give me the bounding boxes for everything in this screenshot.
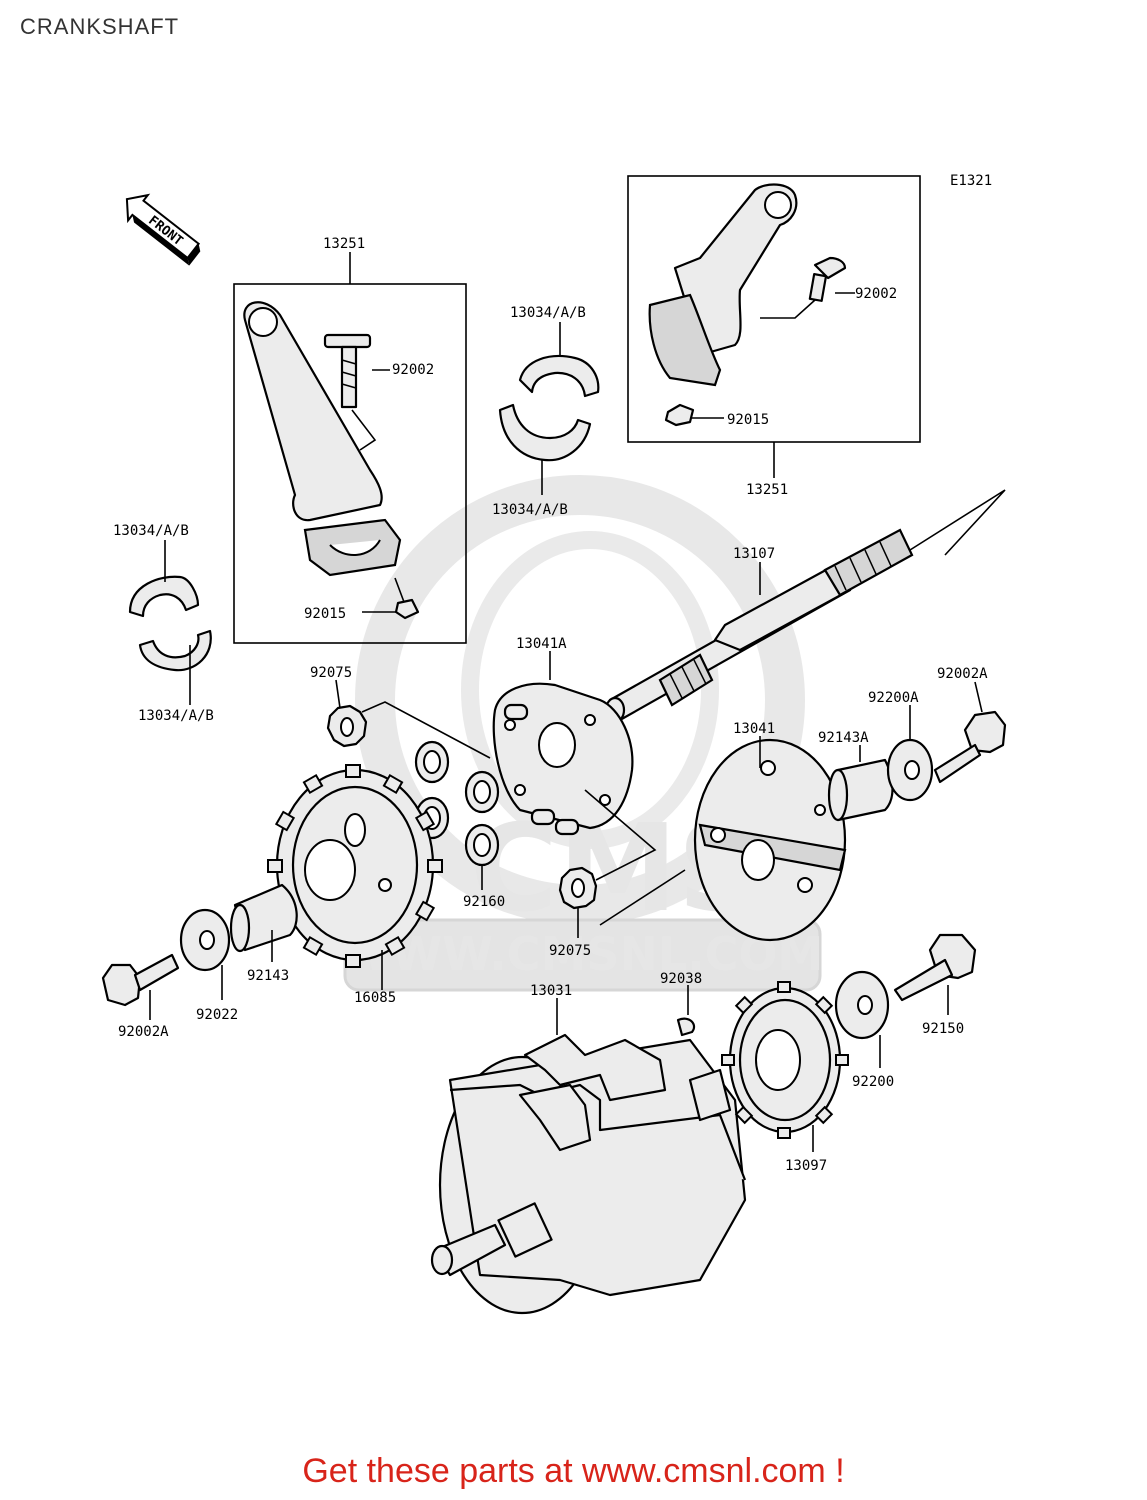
washer-left bbox=[179, 908, 231, 972]
bearing-shell-top-left bbox=[128, 575, 200, 618]
washer-right-bottom bbox=[834, 970, 890, 1040]
connecting-rod-right bbox=[648, 183, 798, 387]
bolt-right bbox=[808, 256, 847, 302]
label-92200: 92200 bbox=[852, 1074, 894, 1090]
label-13107: 13107 bbox=[733, 546, 775, 562]
watermark-url-text: WWW.CMSNL.COM bbox=[341, 927, 824, 981]
label-13251-left: 13251 bbox=[323, 236, 365, 252]
label-92143: 92143 bbox=[247, 968, 289, 984]
gear bbox=[721, 981, 849, 1139]
label-13097: 13097 bbox=[785, 1158, 827, 1174]
bolt-left-bottom bbox=[101, 953, 180, 1007]
collar-right bbox=[827, 758, 894, 822]
label-92002-left: 92002 bbox=[392, 362, 434, 378]
label-92160: 92160 bbox=[463, 894, 505, 910]
label-13031: 13031 bbox=[530, 983, 572, 999]
sprocket bbox=[267, 764, 443, 968]
label-13041A: 13041A bbox=[516, 636, 567, 652]
crankshaft bbox=[430, 1033, 747, 1315]
pinion-lower bbox=[558, 866, 598, 910]
label-92075-upper: 92075 bbox=[310, 665, 352, 681]
bolt-right-bottom bbox=[893, 933, 977, 1002]
label-13034-bottom-left: 13034/A/B bbox=[138, 708, 214, 724]
bearing-shell-upper-center bbox=[518, 354, 600, 398]
label-92002-right: 92002 bbox=[855, 286, 897, 302]
damper-rubbers bbox=[414, 740, 500, 867]
label-16085: 16085 bbox=[354, 990, 396, 1006]
page-title: CRANKSHAFT bbox=[20, 14, 180, 39]
bearing-shell-bottom-left bbox=[138, 629, 212, 672]
bearing-shell-lower-center bbox=[498, 403, 592, 462]
bolt-left bbox=[323, 333, 372, 409]
label-13251-right: 13251 bbox=[746, 482, 788, 498]
label-92002A-right: 92002A bbox=[937, 666, 988, 682]
nut-left bbox=[394, 598, 420, 620]
label-92015-left: 92015 bbox=[304, 606, 346, 622]
diagram-code: E1321 bbox=[950, 173, 992, 189]
label-13034-upper-center: 13034/A/B bbox=[510, 305, 586, 321]
label-13034-lower-center: 13034/A/B bbox=[492, 502, 568, 518]
part-labels: 13251 92002 92015 13034/A/B 13034/A/B 13… bbox=[113, 236, 988, 1174]
label-92015-right: 92015 bbox=[727, 412, 769, 428]
collar-left bbox=[229, 883, 298, 953]
connecting-rod-left bbox=[243, 301, 402, 577]
key bbox=[676, 1017, 696, 1037]
label-92200A: 92200A bbox=[868, 690, 919, 706]
bolt-right-top bbox=[933, 710, 1007, 784]
label-92150: 92150 bbox=[922, 1021, 964, 1037]
damper-hub bbox=[492, 682, 634, 836]
label-92038: 92038 bbox=[660, 971, 702, 987]
label-92143A: 92143A bbox=[818, 730, 869, 746]
label-13041: 13041 bbox=[733, 721, 775, 737]
promo-link[interactable]: Get these parts at www.cmsnl.com ! bbox=[302, 1452, 845, 1490]
shaft bbox=[604, 528, 914, 724]
damper-housing bbox=[693, 738, 847, 942]
pinion-upper bbox=[326, 704, 368, 748]
label-92002A-left: 92002A bbox=[118, 1024, 169, 1040]
label-92075-lower: 92075 bbox=[549, 943, 591, 959]
label-92022: 92022 bbox=[196, 1007, 238, 1023]
nut-right bbox=[664, 403, 695, 427]
washer-right-top bbox=[886, 738, 934, 802]
front-arrow-icon: FRONT bbox=[125, 193, 201, 266]
label-13034-top-left: 13034/A/B bbox=[113, 523, 189, 539]
